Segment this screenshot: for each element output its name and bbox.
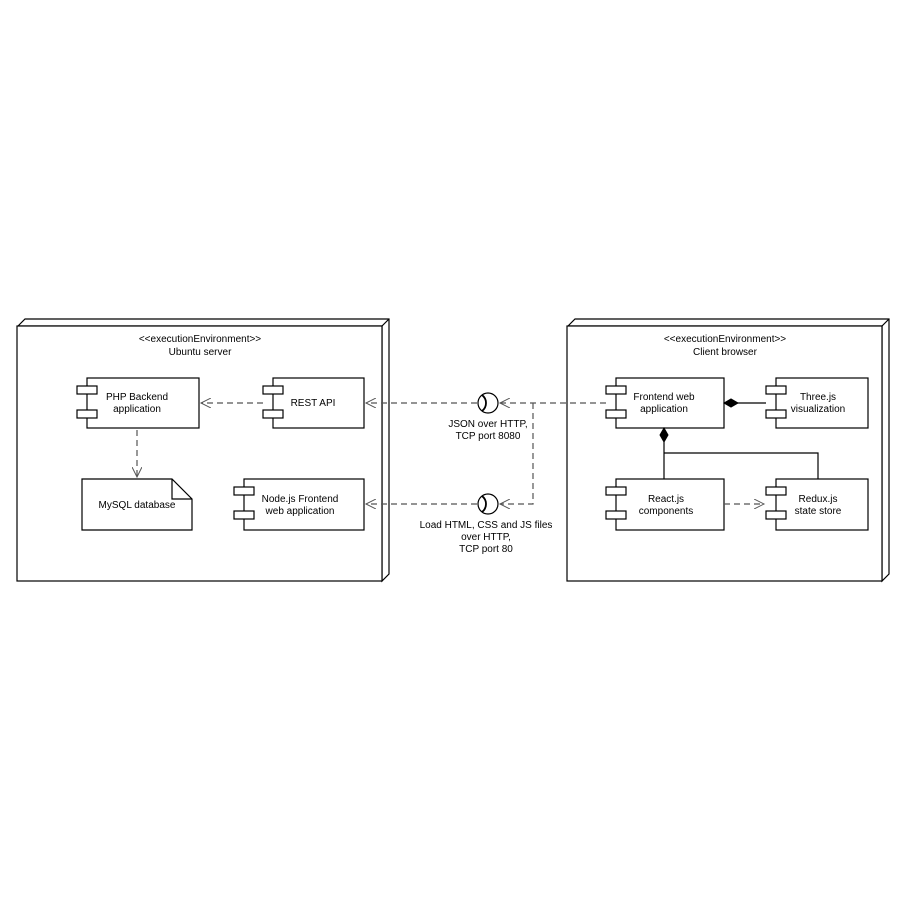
php-backend-component[interactable]: PHP Backend application xyxy=(76,377,200,429)
threejs-composition xyxy=(722,398,766,408)
reactjs-label-1: React.js xyxy=(648,494,684,505)
json-http-label-2: TCP port 8080 xyxy=(456,431,521,442)
client-name: Client browser xyxy=(693,347,758,358)
interface-socket-icon xyxy=(481,394,487,412)
load-html-label-2: over HTTP, xyxy=(461,532,511,543)
rest-api-label: REST API xyxy=(291,398,336,409)
frontend-label-2: application xyxy=(640,404,688,415)
rest-api-component[interactable]: REST API xyxy=(262,377,365,429)
threejs-component[interactable]: Three.js visualization xyxy=(765,377,869,429)
load-html-interface[interactable]: Load HTML, CSS and JS files over HTTP, T… xyxy=(366,493,553,555)
php-backend-label-2: application xyxy=(113,404,161,415)
client-browser-node[interactable]: <<executionEnvironment>> Client browser xyxy=(566,318,890,583)
component-port-icon xyxy=(765,486,787,496)
component-port-icon xyxy=(262,385,284,395)
redux-label-1: Redux.js xyxy=(799,494,838,505)
interface-ball-icon xyxy=(477,493,499,515)
redux-component[interactable]: Redux.js state store xyxy=(765,478,869,531)
ubuntu-server-node[interactable]: <<executionEnvironment>> Ubuntu server xyxy=(16,318,390,583)
nodejs-frontend-component[interactable]: Node.js Frontend web application xyxy=(233,478,365,531)
composition-diamond-icon xyxy=(722,398,740,408)
frontend-to-load-html-dependency xyxy=(500,403,534,504)
component-port-icon xyxy=(76,385,98,395)
react-redux-composition xyxy=(659,426,819,479)
threejs-label-2: visualization xyxy=(791,404,845,415)
ubuntu-name: Ubuntu server xyxy=(169,347,232,358)
interface-socket-icon xyxy=(481,495,487,513)
nodejs-label-2: web application xyxy=(265,506,335,517)
component-port-icon xyxy=(605,486,627,496)
component-port-icon xyxy=(765,385,787,395)
frontend-web-app-component[interactable]: Frontend web application xyxy=(605,377,725,429)
component-port-icon xyxy=(765,510,787,520)
component-port-icon xyxy=(76,409,98,419)
mysql-label: MySQL database xyxy=(99,500,176,511)
load-html-label-3: TCP port 80 xyxy=(459,544,513,555)
component-port-icon xyxy=(605,510,627,520)
component-port-icon xyxy=(262,409,284,419)
component-port-icon xyxy=(605,409,627,419)
nodejs-label-1: Node.js Frontend xyxy=(262,494,339,505)
component-port-icon xyxy=(765,409,787,419)
threejs-label-1: Three.js xyxy=(800,392,836,403)
component-port-icon xyxy=(233,486,255,496)
mysql-database-artifact[interactable]: MySQL database xyxy=(81,478,193,531)
reactjs-component[interactable]: React.js components xyxy=(605,478,725,531)
load-html-label-1: Load HTML, CSS and JS files xyxy=(420,520,553,531)
client-stereotype: <<executionEnvironment>> xyxy=(664,334,786,345)
redux-label-2: state store xyxy=(795,506,842,517)
ubuntu-stereotype: <<executionEnvironment>> xyxy=(139,334,261,345)
php-backend-label-1: PHP Backend xyxy=(106,392,168,403)
json-http-label-1: JSON over HTTP, xyxy=(448,419,527,430)
composition-diamond-icon xyxy=(659,426,669,444)
component-port-icon xyxy=(233,510,255,520)
json-http-interface[interactable]: JSON over HTTP, TCP port 8080 xyxy=(366,392,528,442)
interface-ball-icon xyxy=(477,392,499,414)
reactjs-label-2: components xyxy=(639,506,693,517)
component-port-icon xyxy=(605,385,627,395)
frontend-label-1: Frontend web xyxy=(633,392,695,403)
